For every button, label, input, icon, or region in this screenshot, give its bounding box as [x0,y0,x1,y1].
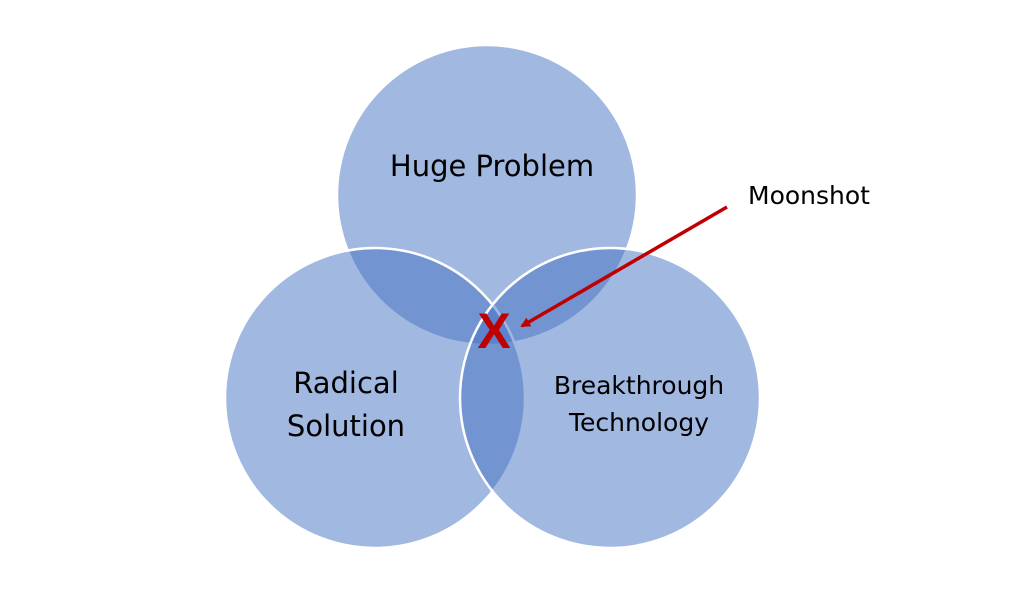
intersection-x-mark: X [477,303,510,359]
label-radical-line1: Radical [293,366,399,400]
label-huge-problem: Huge Problem [390,149,594,183]
label-radical-line2: Solution [287,409,405,443]
moonshot-label: Moonshot [748,181,870,210]
callout-arrow [520,205,728,328]
circle-breakthrough-technology [458,246,762,550]
label-breakthrough-line2: Technology [568,408,709,437]
label-breakthrough-line1: Breakthrough [554,371,724,400]
